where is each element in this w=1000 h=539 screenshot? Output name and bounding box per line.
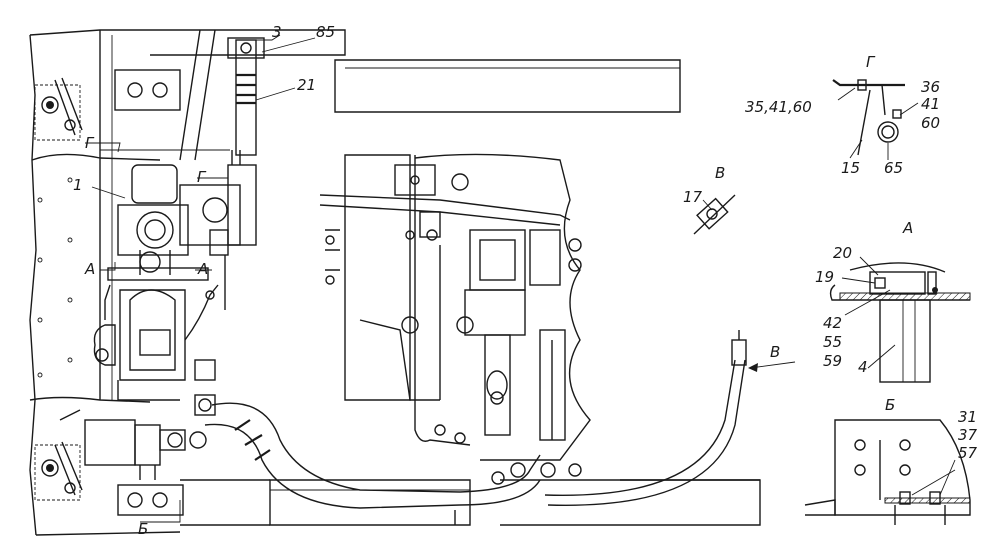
view-a-label-4: 4 (858, 358, 868, 376)
view-v-title: В (715, 164, 725, 182)
view-a-label-19: 19 (815, 268, 834, 286)
callout-85: 85 (316, 23, 335, 41)
view-g-label-41: 41 (921, 95, 940, 113)
long-hose (544, 330, 747, 506)
frame-rails (150, 29, 761, 526)
callout-1: 1 (73, 176, 83, 194)
view-g-label-35-41-60: 35,41,60 (745, 98, 812, 116)
callout-a-left: А (84, 260, 95, 278)
callout-21: 21 (297, 76, 316, 94)
callout-g-left: Г (85, 134, 95, 152)
callout-3: 3 (272, 23, 282, 41)
callout-v-arrow: В (770, 343, 780, 361)
engine-assembly (319, 153, 591, 485)
view-a-detail (829, 262, 971, 383)
view-b-label-57: 57 (958, 444, 978, 462)
view-b-title: Б (885, 396, 895, 414)
callout-g-main: Г (197, 168, 207, 186)
view-a-label-59: 59 (823, 352, 842, 370)
callout-a-right: А (197, 260, 208, 278)
view-b-detail (804, 419, 971, 525)
valve-block (100, 149, 257, 310)
view-g-label-65: 65 (884, 159, 903, 177)
view-b-label-31: 31 (958, 408, 977, 426)
left-side-member (29, 29, 184, 536)
leaders (85, 34, 956, 523)
callout-labels: 3 85 21 1 Г Г А А Б В В 17 Г 35,41,60 36… (73, 23, 978, 538)
view-g-detail (832, 79, 905, 156)
view-a-label-20: 20 (833, 244, 852, 262)
view-g-label-15: 15 (841, 159, 860, 177)
lower-modulator (93, 284, 219, 416)
callout-17: 17 (683, 188, 703, 206)
view-g-title: Г (866, 53, 876, 71)
view-b-label-37: 37 (958, 426, 978, 444)
view-v-detail (693, 194, 736, 235)
view-g-label-60: 60 (921, 114, 940, 132)
lower-valve-and-hose (84, 402, 541, 525)
view-a-label-55: 55 (823, 333, 842, 351)
vertical-pipe-assembly (179, 29, 265, 161)
callout-b-bottom: Б (138, 520, 148, 538)
view-g-label-36: 36 (921, 78, 940, 96)
view-a-label-42: 42 (823, 314, 842, 332)
view-a-title: А (902, 219, 913, 237)
